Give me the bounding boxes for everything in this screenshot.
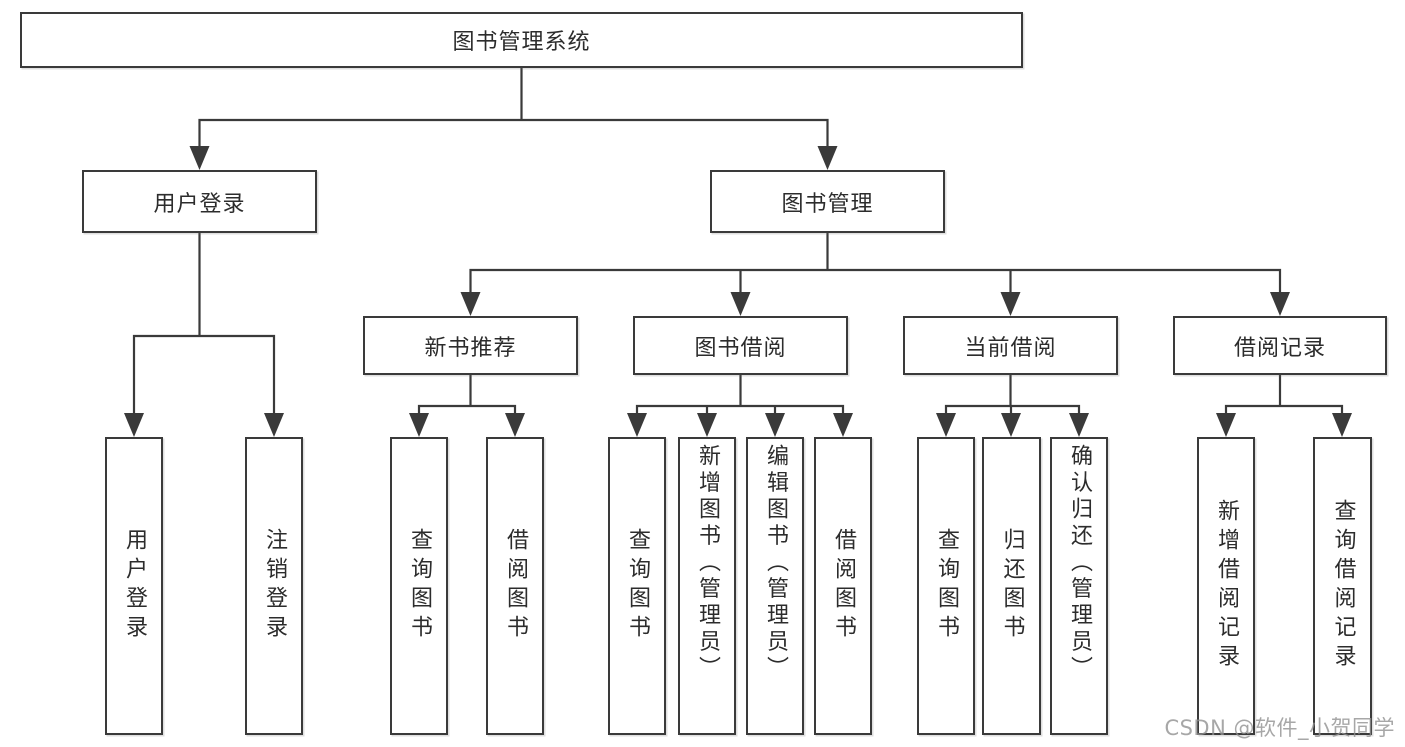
- arrowhead-icon: [936, 413, 956, 437]
- arrowhead-icon: [1270, 292, 1290, 316]
- arrowhead-icon: [189, 146, 210, 170]
- node-return-books-label: 归还图书: [999, 528, 1025, 644]
- node-bw-query-books: 查询图书: [608, 437, 666, 735]
- arrowhead-icon: [264, 413, 284, 437]
- node-nb-borrow-books-label: 借阅图书: [503, 528, 528, 644]
- node-nb-query-books: 查询图书: [390, 437, 448, 735]
- node-book-management-label: 图书管理: [781, 191, 874, 217]
- node-bw-borrow-books: 借阅图书: [814, 437, 872, 735]
- node-query-borrow-record-label: 查询借阅记录: [1330, 499, 1356, 673]
- node-add-book-admin-label: 新增图书（管理员）: [695, 444, 720, 683]
- arrowhead-icon: [1001, 413, 1021, 437]
- arrowhead-icon: [1332, 413, 1352, 437]
- node-user-login-label: 用户登录: [153, 191, 246, 217]
- node-logout-label: 注销登录: [262, 528, 287, 644]
- node-confirm-return-admin: 确认归还（管理员）: [1050, 437, 1108, 735]
- arrowhead-icon: [409, 413, 429, 437]
- node-bw-query-books-label: 查询图书: [625, 528, 650, 644]
- arrowhead-icon: [505, 413, 525, 437]
- node-cur-query-books-label: 查询图书: [934, 528, 959, 644]
- connector-current-to-children: [944, 373, 1081, 418]
- node-user-login: 用户登录: [82, 170, 317, 233]
- node-borrowing-records-label: 借阅记录: [1233, 335, 1326, 361]
- node-new-book-recommendation: 新书推荐: [363, 316, 578, 375]
- node-current-borrowing-label: 当前借阅: [964, 335, 1057, 361]
- node-book-borrowing: 图书借阅: [633, 316, 848, 375]
- node-add-borrow-record-label: 新增借阅记录: [1214, 499, 1239, 673]
- node-book-borrowing-label: 图书借阅: [694, 335, 787, 361]
- node-logout: 注销登录: [245, 437, 303, 735]
- arrowhead-icon: [765, 413, 785, 437]
- node-library-management-system: 图书管理系统: [20, 12, 1023, 68]
- node-user-login-leaf: 用户登录: [105, 437, 163, 735]
- node-new-book-recommendation-label: 新书推荐: [424, 335, 517, 361]
- node-cur-query-books: 查询图书: [917, 437, 975, 735]
- arrowhead-icon: [124, 413, 144, 437]
- arrowhead-icon: [730, 292, 751, 316]
- arrowhead-icon: [1000, 292, 1021, 316]
- node-confirm-return-admin-label: 确认归还（管理员）: [1067, 444, 1092, 683]
- node-borrowing-records: 借阅记录: [1173, 316, 1387, 375]
- node-query-borrow-record: 查询借阅记录: [1313, 437, 1372, 735]
- node-user-login-leaf-label: 用户登录: [122, 528, 147, 644]
- arrowhead-icon: [833, 413, 853, 437]
- arrowhead-icon: [697, 413, 717, 437]
- connector-book-management-to-sections: [469, 231, 1282, 299]
- node-edit-book-admin: 编辑图书（管理员）: [746, 437, 804, 735]
- node-book-management: 图书管理: [710, 170, 945, 233]
- node-add-borrow-record: 新增借阅记录: [1197, 437, 1255, 735]
- connector-new-book-to-children: [417, 373, 517, 418]
- node-library-management-system-label: 图书管理系统: [452, 30, 591, 55]
- node-return-books: 归还图书: [982, 437, 1041, 735]
- arrowheads: [124, 146, 1352, 437]
- arrowhead-icon: [460, 292, 481, 316]
- node-edit-book-admin-label: 编辑图书（管理员）: [763, 444, 788, 683]
- node-add-book-admin: 新增图书（管理员）: [678, 437, 736, 735]
- connector-user-login-to-children: [132, 231, 276, 418]
- node-current-borrowing: 当前借阅: [903, 316, 1118, 375]
- node-bw-borrow-books-label: 借阅图书: [831, 528, 856, 644]
- connector-root-to-level2: [198, 66, 829, 154]
- node-nb-query-books-label: 查询图书: [407, 528, 432, 644]
- node-nb-borrow-books: 借阅图书: [486, 437, 544, 735]
- arrowhead-icon: [627, 413, 647, 437]
- connector-records-to-children: [1224, 373, 1344, 418]
- arrowhead-icon: [1069, 413, 1089, 437]
- arrowhead-icon: [1216, 413, 1236, 437]
- arrowhead-icon: [817, 146, 838, 170]
- connector-borrowing-to-children: [635, 373, 845, 418]
